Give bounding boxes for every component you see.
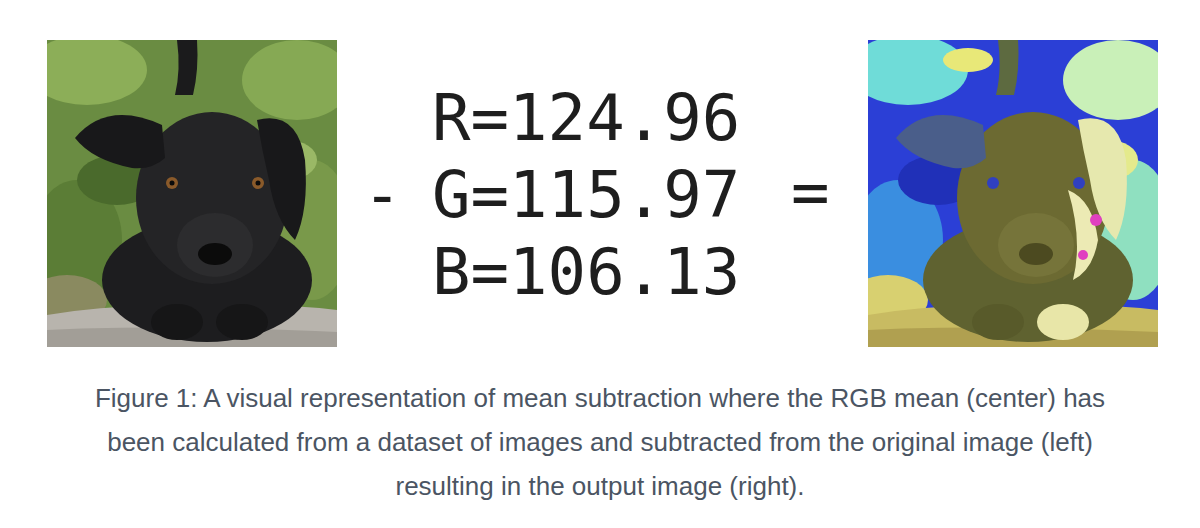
photo-shape — [998, 213, 1074, 277]
photo-shape — [972, 304, 1024, 340]
photo-shape — [1037, 304, 1089, 340]
photo-shape — [1073, 177, 1085, 189]
photo-shape — [1068, 190, 1098, 280]
mean-value: G=115.97 — [432, 155, 740, 235]
photo-shape — [943, 48, 993, 72]
photo-shape — [75, 115, 165, 168]
photo-shape — [252, 177, 264, 189]
photo-shape — [896, 115, 986, 168]
photo-shape — [151, 304, 203, 340]
photo-shape — [257, 118, 306, 240]
photo-shape — [256, 181, 261, 186]
photo-shape — [170, 181, 175, 186]
photo-shape — [47, 40, 147, 105]
photo-shape — [177, 213, 253, 277]
photo-shape — [242, 40, 337, 120]
equals-sign: = — [791, 152, 830, 232]
photo-shape — [1078, 250, 1088, 260]
minus-sign: - — [363, 155, 402, 235]
mean-value: B=106.13 — [432, 232, 740, 312]
photo-shape — [868, 40, 968, 105]
mean-subtracted-dog-photo — [868, 40, 1158, 347]
photo-shape — [996, 40, 1019, 95]
photo-shape — [198, 243, 232, 265]
photo-shape — [1019, 243, 1053, 265]
photo-shape — [175, 40, 198, 95]
photo-shape — [166, 177, 178, 189]
photo-shape — [1063, 40, 1158, 120]
photo-shape — [216, 304, 268, 340]
photo-shape — [1090, 214, 1102, 226]
photo-shape — [987, 177, 999, 189]
original-dog-photo — [47, 40, 337, 347]
mean-value: R=124.96 — [432, 78, 740, 158]
figure-caption: Figure 1: A visual representation of mea… — [70, 376, 1130, 508]
